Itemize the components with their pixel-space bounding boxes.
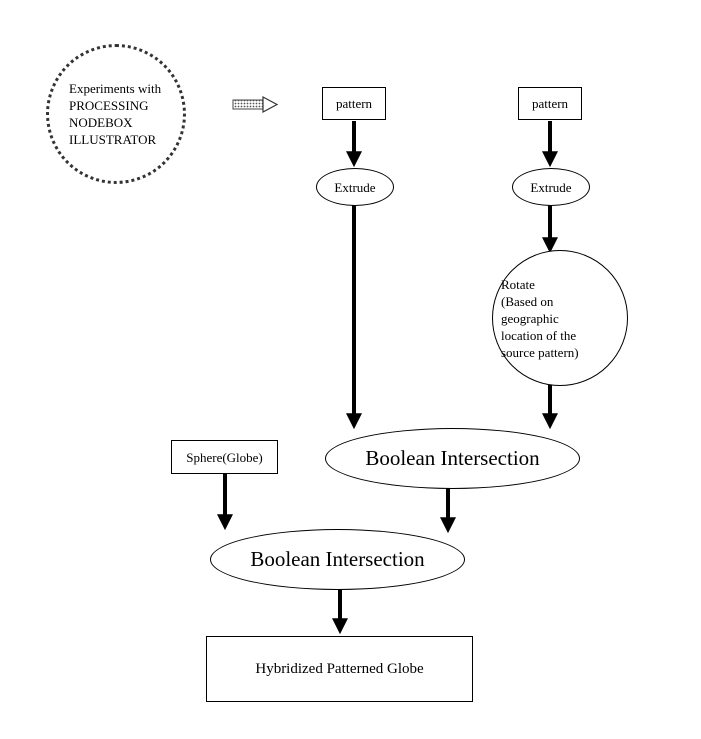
boolean-intersection-top-label: Boolean Intersection xyxy=(365,446,540,470)
boolean-intersection-bottom-label: Boolean Intersection xyxy=(250,547,425,571)
tools-note-text: Experiments with PROCESSING NODEBOX ILLU… xyxy=(69,80,161,148)
pattern-box-left-label: pattern xyxy=(335,96,373,111)
sphere-box-label: Sphere(Globe) xyxy=(186,449,263,465)
tools-note-line-3: NODEBOX xyxy=(69,115,133,130)
hatched-pointer-arrow xyxy=(232,95,279,114)
tools-note-line-1: Experiments with xyxy=(69,81,162,96)
tools-note-circle: Experiments with PROCESSING NODEBOX ILLU… xyxy=(46,44,186,184)
pattern-box-right-label: pattern xyxy=(531,96,569,111)
extrude-oval-right: Extrude xyxy=(512,168,590,206)
tools-note-line-4: ILLUSTRATOR xyxy=(69,132,157,147)
result-box-label: Hybridized Patterned Globe xyxy=(255,660,424,677)
rotate-circle-label: Rotate (Based on geographic location of … xyxy=(501,276,579,360)
sphere-box: Sphere(Globe) xyxy=(171,440,278,474)
boolean-intersection-bottom: Boolean Intersection xyxy=(210,529,465,590)
result-box: Hybridized Patterned Globe xyxy=(206,636,473,702)
rotate-circle: Rotate (Based on geographic location of … xyxy=(492,250,628,386)
extrude-oval-right-label: Extrude xyxy=(530,179,572,195)
boolean-intersection-top: Boolean Intersection xyxy=(325,428,580,489)
pattern-box-right: pattern xyxy=(518,87,582,120)
extrude-oval-left-label: Extrude xyxy=(334,179,376,195)
extrude-oval-left: Extrude xyxy=(316,168,394,206)
tools-note-line-2: PROCESSING xyxy=(69,98,149,113)
pattern-box-left: pattern xyxy=(322,87,386,120)
